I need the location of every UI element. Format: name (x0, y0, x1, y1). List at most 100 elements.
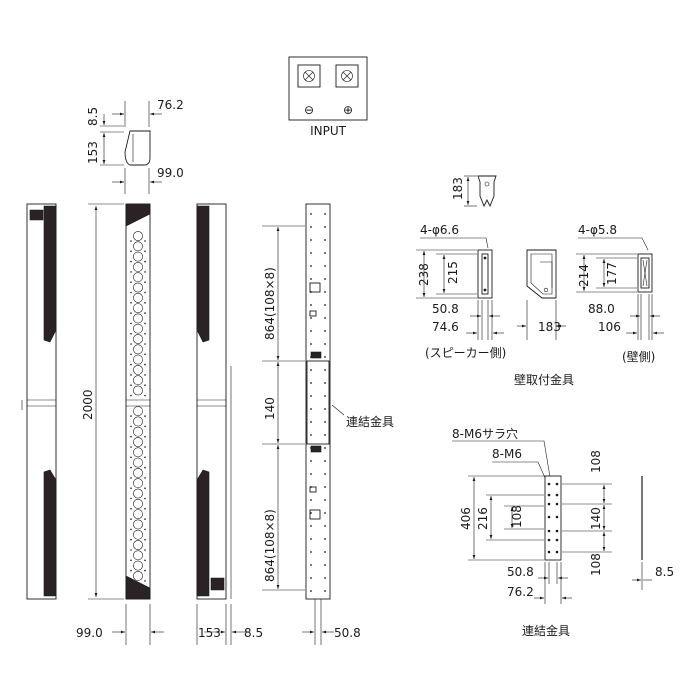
joint-hole (555, 538, 559, 542)
rear-hole (324, 278, 326, 280)
grille-dot (144, 291, 146, 294)
bracket-top-view (477, 175, 497, 208)
grille-dot (130, 291, 132, 294)
grille-dot (130, 466, 132, 469)
grille-dot (144, 260, 146, 263)
joint-hole (547, 538, 551, 542)
joint-hole-pattern (547, 482, 559, 554)
lower-span-label: 864(108×8) (263, 509, 277, 582)
driver-circle (133, 231, 143, 241)
driver-circle (133, 272, 143, 283)
driver-circle (133, 323, 143, 334)
rear-joint-label: 連結金具 (346, 414, 394, 429)
speaker-rear-view (305, 203, 331, 645)
grille-dot (144, 332, 146, 335)
rear-hole (324, 265, 326, 267)
grille-dot (144, 425, 146, 428)
driver-array (130, 231, 146, 582)
rear-hole (310, 434, 312, 436)
rear-hole (324, 590, 326, 592)
driver-circle (133, 364, 143, 375)
total-height-label: 2000 (81, 389, 95, 420)
grille-dot (144, 456, 146, 459)
rear-hole (324, 226, 326, 228)
grille-dot (144, 312, 146, 314)
rear-hole (324, 512, 326, 514)
driver-circle (133, 282, 143, 293)
rear-hole (324, 447, 326, 449)
joint-inner-width-label: 50.8 (507, 565, 534, 579)
grille-dot (144, 497, 146, 500)
input-terminal-plus (335, 64, 359, 88)
rear-hole (310, 512, 312, 514)
rear-hole (324, 421, 326, 423)
grille-dot (130, 240, 132, 242)
driver-circle (133, 478, 143, 489)
rear-hole (310, 291, 312, 293)
driver-circle (133, 447, 143, 458)
grille-dot (144, 343, 146, 345)
rear-hole (324, 356, 326, 358)
joint-inner-height-label: 108 (510, 505, 524, 528)
cap-top-offset-label: 8.5 (86, 107, 100, 126)
wall-outer-height-label: 214 (577, 264, 591, 287)
wall-side-label: (壁側) (622, 349, 655, 364)
grille-dot (130, 332, 132, 335)
rear-hole (310, 343, 312, 345)
rear-hole (310, 317, 312, 319)
grille-dot (144, 302, 146, 304)
grille-dot (130, 425, 132, 428)
joint-hole (547, 502, 551, 506)
rear-hole (310, 226, 312, 228)
joint-hole (547, 493, 551, 497)
grille-dot (130, 384, 132, 387)
driver-circle (133, 498, 143, 509)
driver-circle (133, 540, 143, 550)
wall-inner-height-label: 177 (605, 262, 619, 285)
wall-inner-width-label: 88.0 (588, 302, 615, 316)
rear-hole (324, 538, 326, 540)
grille-dot (130, 343, 132, 345)
driver-circle (133, 529, 143, 540)
grille-dot (130, 580, 132, 582)
grille-dot (144, 487, 146, 490)
grille-dot (144, 518, 146, 520)
bracket-speaker-side (477, 249, 493, 299)
rear-hole (324, 577, 326, 579)
cap-detail: 76.2 8.5 153 99.0 (86, 98, 184, 194)
cap-top-width-label: 76.2 (157, 98, 184, 112)
joint-hole (555, 515, 559, 519)
rear-hole (324, 213, 326, 215)
grille-dot (130, 518, 132, 520)
bracket-top-height-label: 183 (451, 177, 465, 200)
minus-symbol: ⊖ (304, 103, 314, 117)
joint-spacing-top-label: 108 (589, 450, 603, 473)
grille-dot (130, 538, 132, 541)
rear-hole (310, 395, 312, 397)
grille-dot (144, 415, 146, 417)
logo-mark-bottom (210, 577, 225, 591)
rear-joint-plate (306, 360, 330, 445)
rear-hole (324, 343, 326, 345)
rear-hole (310, 252, 312, 254)
grille-dot (144, 477, 146, 479)
grille-dot (130, 322, 132, 325)
bottom-dimensions-left: 99.0 153 8.5 (76, 604, 263, 645)
grille-dot (130, 394, 132, 397)
rear-hole (310, 447, 312, 449)
rear-hole (310, 356, 312, 358)
rear-hole (324, 551, 326, 553)
rear-hole-pattern (310, 213, 326, 592)
rear-hole (310, 382, 312, 384)
joint-hole (547, 550, 551, 554)
joint-hole (555, 493, 559, 497)
bracket-depth-label: 183 (538, 320, 561, 334)
rear-hole (324, 304, 326, 306)
rear-hole (310, 486, 312, 488)
cap-height-label: 153 (86, 141, 100, 164)
driver-circle (133, 334, 143, 344)
rear-hole (310, 421, 312, 423)
driver-circle (133, 251, 143, 262)
speaker-holes-label: 4-φ6.6 (420, 223, 459, 237)
rear-hole (324, 369, 326, 371)
